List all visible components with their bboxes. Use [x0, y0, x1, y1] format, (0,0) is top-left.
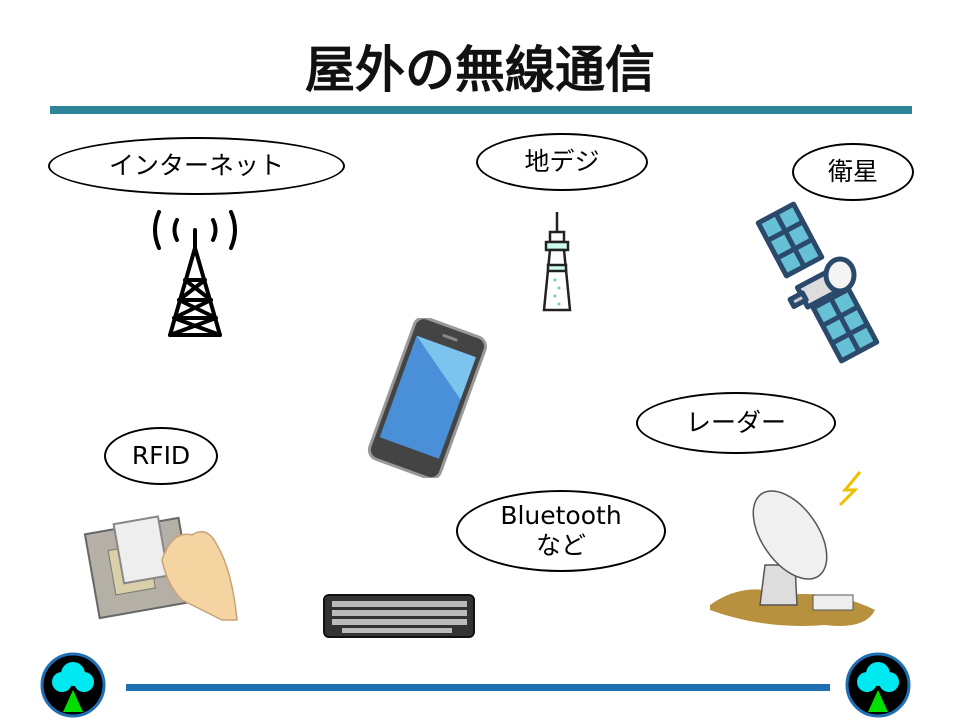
label-radar: レーダー	[636, 392, 836, 454]
keyboard-icon	[323, 594, 475, 638]
label-satellite: 衛星	[792, 143, 914, 201]
tv-tower-icon	[542, 212, 572, 312]
label-bluetooth: Bluetooth など	[456, 490, 666, 572]
label-rfid: RFID	[104, 427, 218, 485]
antenna-tower-icon	[153, 210, 237, 337]
satellite-icon	[755, 201, 880, 364]
label-digital-tv: 地デジ	[476, 133, 648, 191]
smartphone-icon	[367, 318, 488, 478]
slide-title: 屋外の無線通信	[305, 41, 655, 99]
title-divider	[50, 106, 912, 114]
logo-tree-icon-right	[845, 652, 911, 718]
label-internet: インターネット	[48, 137, 345, 195]
footer-divider	[126, 684, 830, 691]
logo-tree-icon-left	[40, 652, 106, 718]
rfid-card-hand-icon	[83, 515, 238, 621]
label-bluetooth-line1: Bluetooth	[500, 501, 622, 530]
radar-dish-icon	[710, 471, 875, 626]
label-bluetooth-line2: など	[535, 531, 586, 560]
